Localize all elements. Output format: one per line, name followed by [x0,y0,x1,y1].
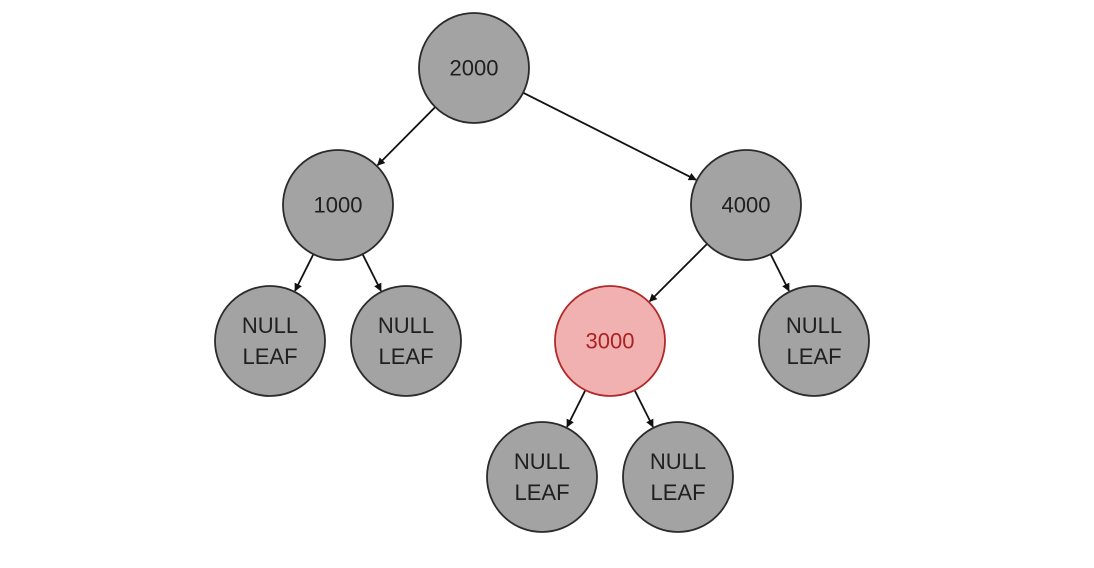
node-label: LEAF [514,480,569,505]
edge-n4000-to-nl3 [769,253,790,292]
node-label: NULL [242,313,298,338]
black-node-4000: 4000 [690,149,802,261]
black-node-null-leaf: NULL LEAF [214,285,326,397]
node-circle [350,285,462,397]
node-circle [214,285,326,397]
node-label: 4000 [722,193,771,218]
node-circle [486,421,598,533]
edge-n3000-to-nl5 [633,389,654,428]
node-label: NULL [786,313,842,338]
red-node-3000: 3000 [554,285,666,397]
node-label: 2000 [450,56,499,81]
edge-n1000-to-nl1 [294,253,315,292]
edge-n4000-to-n3000 [648,243,708,303]
node-label: LEAF [786,344,841,369]
node-label: NULL [514,449,570,474]
black-node-2000: 2000 [418,12,530,124]
edge-n2000-to-n1000 [376,106,436,166]
node-circle [282,149,394,261]
edge-n2000-to-n4000 [522,91,697,181]
black-node-null-leaf: NULL LEAF [622,421,734,533]
node-circle [758,285,870,397]
node-label: LEAF [378,344,433,369]
black-node-1000: 1000 [282,149,394,261]
black-node-null-leaf: NULL LEAF [758,285,870,397]
node-label: 3000 [586,329,635,354]
node-label: NULL [650,449,706,474]
node-circle [690,149,802,261]
node-label: NULL [378,313,434,338]
node-circle [554,285,666,397]
node-label: LEAF [242,344,297,369]
node-circle [418,12,530,124]
node-label: LEAF [650,480,705,505]
edges-layer [294,91,790,428]
node-label: 1000 [314,193,363,218]
black-node-null-leaf: NULL LEAF [486,421,598,533]
node-circle [622,421,734,533]
black-node-null-leaf: NULL LEAF [350,285,462,397]
edge-n3000-to-nl4 [566,389,587,428]
edge-n1000-to-nl2 [361,253,382,292]
